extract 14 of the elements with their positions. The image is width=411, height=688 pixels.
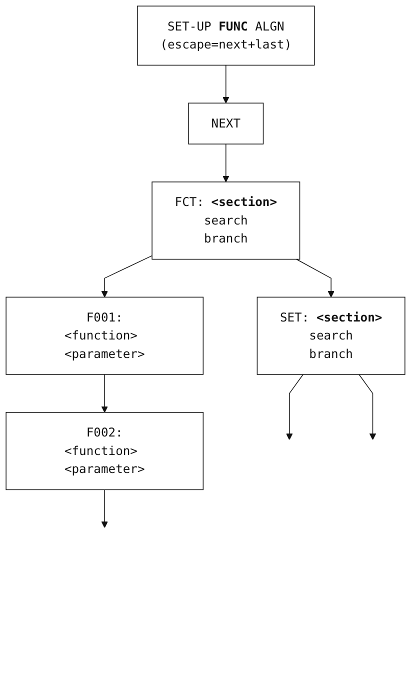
node-box: NEXT: [188, 102, 264, 144]
arrow: [222, 64, 230, 104]
arrow: [358, 374, 376, 440]
node-box: F002: <function> <parameter>: [6, 412, 204, 490]
arrow: [101, 489, 108, 528]
arrow: [286, 374, 304, 440]
node-box: F001: <function> <parameter>: [6, 296, 204, 375]
node-box: FCT: <section> search branch: [152, 182, 300, 260]
arrow: [101, 255, 152, 298]
node-box: SET: <section> search branch: [256, 296, 406, 375]
arrow: [222, 144, 230, 182]
node-box: SET-UP FUNC ALGN (escape=next+last): [137, 6, 315, 66]
arrow: [101, 374, 108, 413]
arrow: [296, 258, 334, 298]
